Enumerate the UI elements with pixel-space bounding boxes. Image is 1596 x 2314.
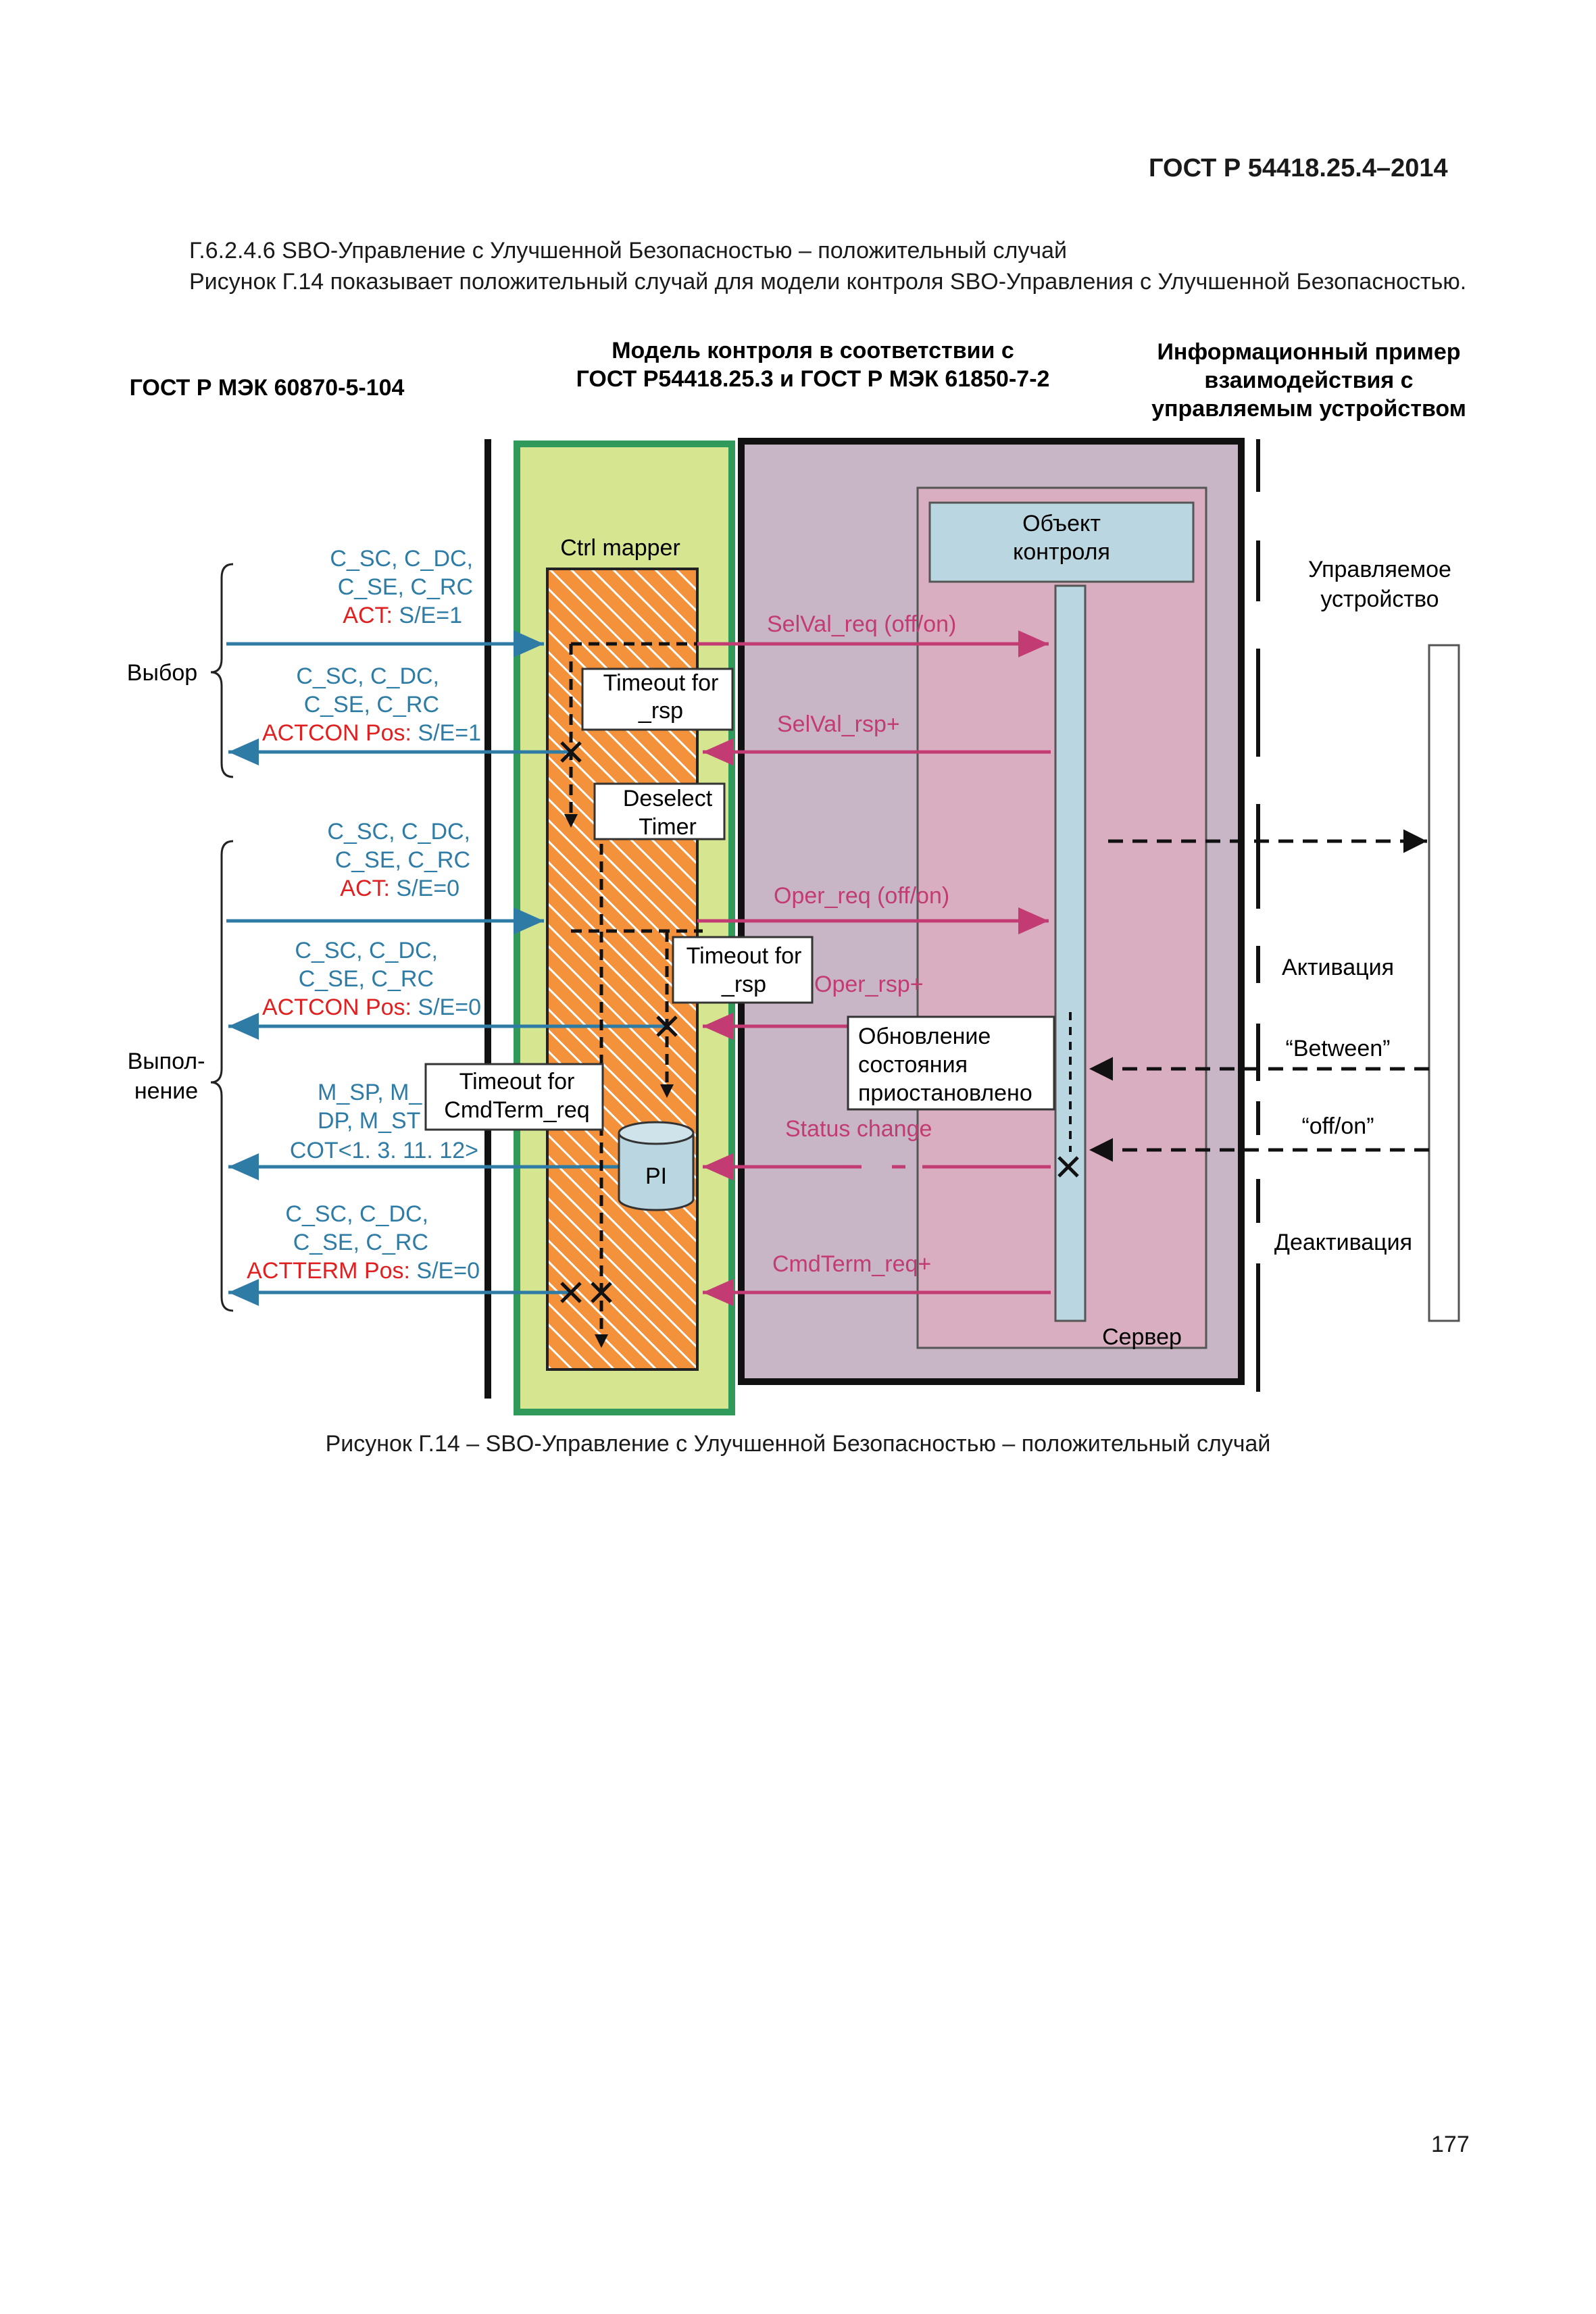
msg-selval-rsp: SelVal_rsp+ bbox=[777, 711, 900, 737]
col-title-example-2: взаимодействия с bbox=[1204, 368, 1413, 393]
col-title-model-2: ГОСТ Р54418.25.3 и ГОСТ Р МЭК 61850-7-2 bbox=[576, 366, 1050, 392]
timeout-rsp-1-line2: _rsp bbox=[638, 698, 683, 724]
control-object-label-1: Объект bbox=[1022, 511, 1101, 536]
g5-line2: DP, M_ST bbox=[318, 1108, 420, 1134]
g1-se: S/E=1 bbox=[393, 603, 462, 628]
control-object-lifeline bbox=[1054, 584, 1087, 1322]
col-title-example-1: Информационный пример bbox=[1157, 339, 1460, 365]
g3-se: S/E=0 bbox=[390, 876, 459, 901]
timeout-rsp-box-2 bbox=[672, 936, 814, 1004]
g3-line3: ACT: S/E=0 bbox=[340, 876, 459, 901]
control-object-label-2: контроля bbox=[1013, 539, 1110, 565]
server-label: Сервер bbox=[1102, 1324, 1182, 1350]
msg-oper-req: Oper_req (off/on) bbox=[774, 883, 949, 909]
x-marks bbox=[560, 741, 1079, 1303]
deselect-timer-box bbox=[593, 782, 726, 840]
g2-actcon: ACTCON Pos: bbox=[262, 720, 412, 746]
section-heading: Г.6.2.4.6 SBO-Управление с Улучшенной Бе… bbox=[189, 238, 1067, 263]
brace-select-label: Выбор bbox=[127, 660, 197, 686]
g5-line1: M_SP, M_ bbox=[318, 1080, 422, 1105]
sbo-sequence-diagram: ГОСТ Р МЭК 60870-5-104 Модель контроля в… bbox=[127, 338, 1466, 1415]
page-number: 177 bbox=[1431, 2132, 1470, 2157]
g6-line1: C_SC, C_DC, bbox=[285, 1201, 428, 1227]
g4-line2: C_SE, C_RC bbox=[299, 966, 434, 992]
pi-database-icon bbox=[618, 1121, 695, 1211]
status-update-line1: Обновление bbox=[858, 1024, 991, 1049]
intro-paragraph: Рисунок Г.14 показывает положительный сл… bbox=[189, 269, 1467, 295]
deselect-timer-line1: Deselect bbox=[623, 786, 713, 811]
g3-line2: C_SE, C_RC bbox=[335, 847, 470, 873]
x-mark-actterm-1 bbox=[560, 1282, 582, 1303]
document-header: ГОСТ Р 54418.25.4–2014 bbox=[1149, 154, 1448, 182]
controlled-device-lifeline bbox=[1428, 644, 1460, 1322]
controlled-device-label-2: устройство bbox=[1320, 586, 1439, 612]
g6-actterm: ACTTERM Pos: bbox=[247, 1258, 410, 1284]
g4-line3: ACTCON Pos: S/E=0 bbox=[262, 995, 481, 1020]
brace-execute-label-1: Выпол- bbox=[128, 1049, 205, 1074]
g6-line3: ACTTERM Pos: S/E=0 bbox=[247, 1258, 480, 1284]
deselect-timer-line2: Timer bbox=[639, 814, 697, 840]
state-deactivation: Деактивация bbox=[1274, 1230, 1412, 1255]
msg-selval-req: SelVal_req (off/on) bbox=[767, 611, 956, 637]
timeout-cmdterm-line1: Timeout for bbox=[459, 1069, 575, 1095]
timeout-rsp-box-1 bbox=[581, 668, 734, 731]
g1-line3: ACT: S/E=1 bbox=[343, 603, 462, 628]
msg-oper-rsp: Oper_rsp+ bbox=[814, 972, 924, 997]
g2-line2: C_SE, C_RC bbox=[304, 692, 439, 718]
status-update-line3: приостановлено bbox=[858, 1080, 1032, 1106]
g6-se: S/E=0 bbox=[410, 1258, 480, 1284]
mapper-internal-dashed bbox=[569, 642, 697, 1341]
figure-caption: Рисунок Г.14 – SBO-Управление с Улучшенн… bbox=[325, 1431, 1271, 1457]
g1-line2: C_SE, C_RC bbox=[338, 574, 473, 600]
state-activation: Активация bbox=[1282, 955, 1394, 980]
ctrl-mapper-label: Ctrl mapper bbox=[560, 535, 680, 561]
controlled-device-label-1: Управляемое bbox=[1308, 557, 1451, 582]
pi-label: PI bbox=[645, 1163, 667, 1189]
g1-act: ACT: bbox=[343, 603, 393, 628]
g4-se: S/E=0 bbox=[412, 995, 481, 1020]
g1-line1: C_SC, C_DC, bbox=[330, 546, 473, 572]
x-mark-status-change bbox=[1057, 1156, 1079, 1178]
x-mark-actterm-2 bbox=[591, 1282, 612, 1303]
status-update-line2: состояния bbox=[858, 1052, 968, 1078]
state-between: “Between” bbox=[1286, 1036, 1391, 1061]
g6-line2: C_SE, C_RC bbox=[293, 1230, 428, 1255]
g2-se: S/E=1 bbox=[412, 720, 481, 746]
state-offon: “off/on” bbox=[1301, 1113, 1374, 1139]
g2-line3: ACTCON Pos: S/E=1 bbox=[262, 720, 481, 746]
x-mark-oper-rsp bbox=[656, 1015, 678, 1037]
brace-execute-label-2: нение bbox=[134, 1078, 198, 1104]
g5-line3: COT<1. 3. 11. 12> bbox=[290, 1138, 478, 1163]
g2-line1: C_SC, C_DC, bbox=[296, 663, 439, 689]
x-mark-selval-rsp bbox=[560, 741, 582, 763]
timeout-rsp2-arrowhead bbox=[660, 1084, 674, 1098]
col-title-iec104: ГОСТ Р МЭК 60870-5-104 bbox=[130, 375, 405, 401]
brace-select bbox=[210, 563, 234, 778]
g4-line1: C_SC, C_DC, bbox=[295, 938, 438, 963]
timeout-rsp-1-line1: Timeout for bbox=[603, 670, 719, 696]
brace-execute bbox=[210, 840, 234, 1312]
col-title-example-3: управляемым устройством bbox=[1151, 396, 1466, 422]
timeout-cmdterm-box bbox=[424, 1063, 604, 1131]
deselect-arrowhead bbox=[564, 814, 578, 828]
msg-status-change: Status change bbox=[785, 1116, 932, 1142]
status-update-box bbox=[847, 1015, 1055, 1111]
timeout-cmdterm-line2: CmdTerm_req bbox=[444, 1097, 589, 1123]
msg-cmdterm-req: CmdTerm_req+ bbox=[772, 1251, 931, 1277]
timeout-rsp-2-line1: Timeout for bbox=[687, 943, 802, 969]
timeout-rsp-2-line2: _rsp bbox=[721, 972, 766, 997]
cmdterm-arrowhead bbox=[595, 1334, 608, 1348]
g4-actcon: ACTCON Pos: bbox=[262, 995, 412, 1020]
g3-act: ACT: bbox=[340, 876, 390, 901]
col-title-model-1: Модель контроля в соответствии с bbox=[612, 338, 1014, 363]
g3-line1: C_SC, C_DC, bbox=[327, 819, 470, 845]
control-object-box bbox=[928, 501, 1195, 583]
